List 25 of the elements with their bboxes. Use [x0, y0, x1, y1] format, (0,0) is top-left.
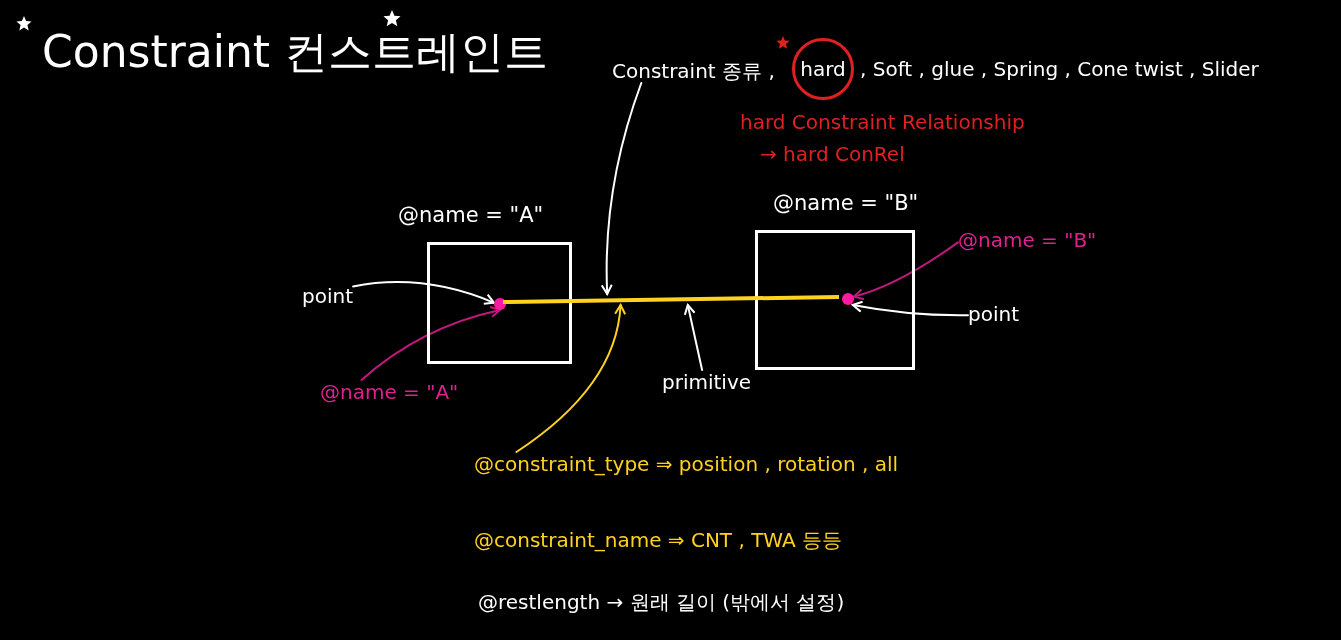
list-text: , Soft , glue , Spring , Cone twist , Slider: [860, 57, 1259, 81]
note-text: @restlength → 원래 길이 (밖에서 설정): [478, 590, 845, 614]
box-label: @name = "A": [398, 203, 544, 229]
annotation-text: Constraint 종류 ,: [612, 59, 775, 83]
annotation-text: point: [968, 302, 1019, 326]
arrow: [352, 281, 495, 306]
circled-word: hard: [792, 38, 854, 100]
arrow: [683, 304, 704, 371]
annotation-text: @name = "A": [320, 380, 459, 404]
note-text: @constraint_name ⇒ CNT , TWA 등등: [474, 528, 843, 552]
annotation-text: point: [302, 284, 353, 308]
point-dot: [842, 293, 854, 305]
arrow: [851, 300, 969, 317]
note-text: → hard ConRel: [760, 142, 905, 166]
arrow: [360, 306, 501, 381]
title: Constraint 컨스트레인트: [42, 26, 549, 79]
point-dot: [494, 298, 506, 310]
annotation-text: @constraint_type ⇒ position , rotation , all: [474, 452, 899, 476]
arrow: [600, 82, 643, 295]
arrow: [515, 304, 626, 453]
arrow: [853, 241, 959, 300]
box-label: @name = "B": [773, 191, 919, 217]
annotation-text: primitive: [662, 370, 752, 394]
annotation-text: @name = "B": [958, 228, 1097, 252]
note-text: hard Constraint Relationship: [740, 110, 1025, 134]
